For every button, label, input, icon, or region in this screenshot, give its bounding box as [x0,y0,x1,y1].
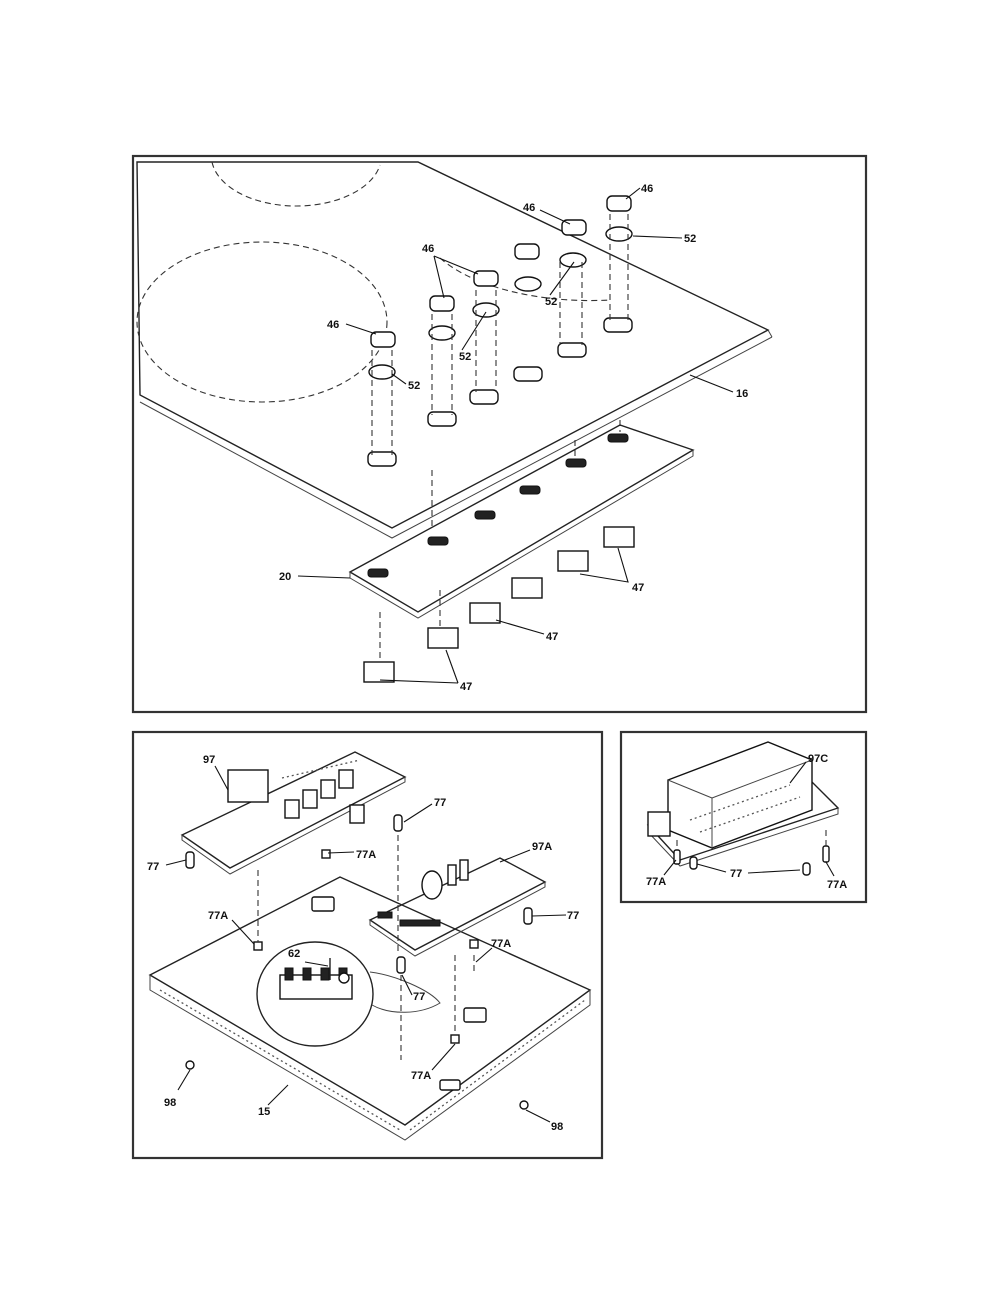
label-77A-right-left: 77A [646,876,666,888]
board-97A [368,857,547,951]
label-47-mid: 47 [546,631,558,643]
label-77-inner: 77 [413,991,425,1003]
panel-frame-bottom-left [131,730,604,1160]
label-97: 97 [203,754,215,766]
label-98-right: 98 [551,1121,563,1133]
label-77A-right-right: 77A [827,879,847,891]
seal-52-b [428,325,456,341]
knob-46-b [429,295,455,312]
seal-52-f [605,226,633,242]
switch-47-f [603,526,635,548]
cooktop-glass-edge [139,336,773,539]
knob-46-d [514,243,540,260]
switch-47-b [427,627,459,649]
knob-46-c [473,270,499,287]
switch-group [363,526,635,683]
detail-circle [256,941,374,1047]
knob-46-f [606,195,632,212]
label-46-right: 46 [641,183,653,195]
label-46-mid: 46 [523,202,535,214]
panel-control-box: 97 77 77 77A 97A 77A 77 62 77A 77 77A 98… [131,730,604,1160]
seal-52-e [559,252,587,268]
switch-47-e [557,550,589,572]
knob-46-e [561,219,587,236]
label-77-top: 77 [434,797,446,809]
panel-cooktop-exploded: 46 46 46 46 52 52 52 52 16 20 47 47 47 [131,154,868,714]
label-62: 62 [288,948,300,960]
panel-frame-top [131,154,868,714]
label-77A-top: 77A [356,849,376,861]
glass-openings [367,317,633,467]
seal-52-d [514,276,542,292]
burner-front-large [136,241,388,403]
label-52-front: 52 [408,380,420,392]
alignment-lines-bottom [257,835,475,1060]
burner-right [439,257,611,302]
panel-board-97C: 97C 77A 77 77A [619,730,868,904]
seal-52-c [472,302,500,318]
label-77A-left: 77A [208,910,228,922]
label-97A: 97A [532,841,552,853]
knob-group [370,195,632,348]
switch-47-d [511,577,543,599]
transformer [227,769,269,803]
label-77A-mid: 77A [491,938,511,950]
label-52-mid: 52 [545,296,557,308]
label-97C: 97C [808,753,828,765]
seal-group [368,226,633,380]
board-97C-module [667,741,813,849]
panel-frame-bottom-right [619,730,868,904]
switch-47-c [469,602,501,624]
label-46-left: 46 [422,243,434,255]
board-contacts [367,433,629,578]
label-52-left: 52 [459,351,471,363]
label-46-front: 46 [327,319,339,331]
relay [421,870,443,900]
label-47-right: 47 [632,582,644,594]
label-20: 20 [279,571,291,583]
label-52-right: 52 [684,233,696,245]
label-47-left: 47 [460,681,472,693]
label-16: 16 [736,388,748,400]
label-77-left: 77 [147,861,159,873]
burner-rear [211,161,381,207]
switch-47-a [363,661,395,683]
label-77-right: 77 [567,910,579,922]
alignment-lines-top [371,214,629,665]
label-98-left: 98 [164,1097,176,1109]
label-77-right-panel: 77 [730,868,742,880]
fasteners [185,814,533,1110]
knob-46-a [370,331,396,348]
label-77A-bottom: 77A [411,1070,431,1082]
label-15: 15 [258,1106,270,1118]
seal-52-a [368,364,396,380]
cooktop-glass [136,161,770,529]
